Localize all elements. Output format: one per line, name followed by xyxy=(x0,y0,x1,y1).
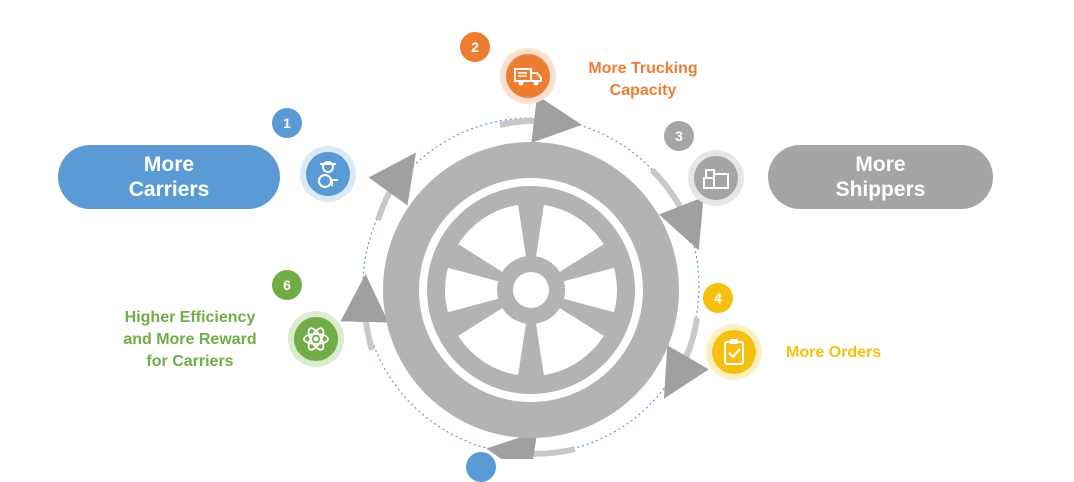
carriers-line2: Carriers xyxy=(128,178,210,201)
flywheel-diagram: More Carriers 1 2 More Trucking Capacity… xyxy=(58,32,993,482)
trucking-line1: More Trucking xyxy=(588,60,698,77)
boxes-icon xyxy=(688,150,744,206)
step-4-badge: 4 xyxy=(703,283,733,313)
wheel-graphic xyxy=(340,95,709,459)
efficiency-line1: Higher Efficiency xyxy=(124,309,256,326)
hub-hole xyxy=(513,272,549,308)
cycle-arrow-1 xyxy=(499,95,582,143)
step-5-badge-partial xyxy=(466,452,496,482)
carriers-line1: More xyxy=(143,153,195,176)
clipboard-icon xyxy=(706,324,762,380)
efficiency-label: Higher Efficiency and More Reward for Ca… xyxy=(100,307,280,373)
carriers-pill: More Carriers xyxy=(58,145,280,209)
efficiency-line3: for Carriers xyxy=(146,353,234,370)
step-3-badge: 3 xyxy=(664,121,694,151)
cycle-arrow-5 xyxy=(340,274,389,351)
step-6-badge: 6 xyxy=(272,270,302,300)
shippers-line1: More xyxy=(855,153,906,176)
cycle-arrow-2 xyxy=(649,167,704,251)
driver-icon xyxy=(300,146,356,202)
step-1-badge: 1 xyxy=(272,108,302,138)
cycle-arrow-4 xyxy=(486,431,576,459)
trucking-capacity-label: More Trucking Capacity xyxy=(568,58,718,102)
trucking-line2: Capacity xyxy=(609,82,677,99)
truck-icon xyxy=(500,48,556,104)
cycle-arrow-6 xyxy=(368,152,417,221)
spokes xyxy=(445,204,617,376)
shippers-pill: More Shippers xyxy=(768,145,993,209)
atom-icon xyxy=(288,311,344,367)
cycle-arrow-3 xyxy=(663,317,709,399)
step-2-badge: 2 xyxy=(460,32,490,62)
efficiency-line2: and More Reward xyxy=(123,331,257,348)
more-orders-label: More Orders xyxy=(786,344,882,361)
shippers-line2: Shippers xyxy=(835,178,926,201)
